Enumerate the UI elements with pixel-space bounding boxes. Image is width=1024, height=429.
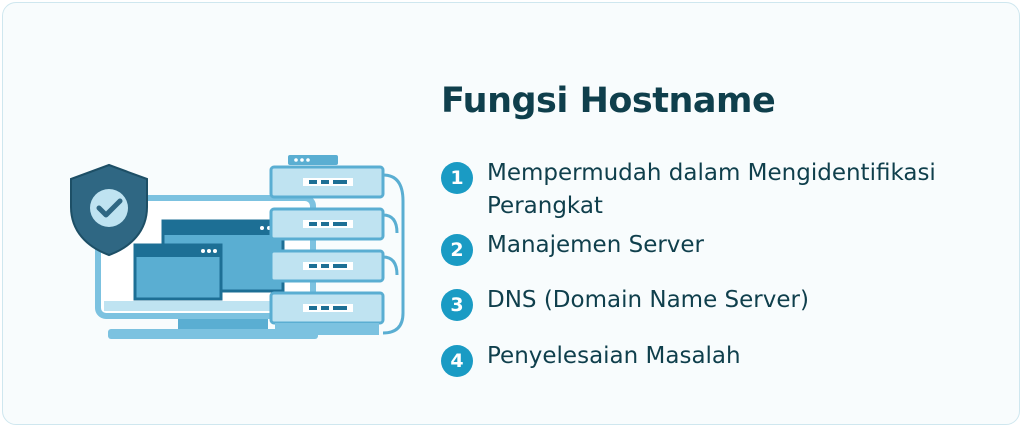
server-rack-icon: [269, 155, 385, 335]
shield-check-icon: [70, 163, 148, 257]
list-item-label: Mempermudah dalam Mengidentifikasi Peran…: [487, 160, 936, 219]
cable-lines: [382, 173, 405, 335]
server-unit: [269, 249, 385, 283]
browser-window-icon-front: [133, 243, 223, 301]
server-unit: [269, 207, 385, 241]
server-unit: [269, 165, 385, 199]
list-item-label: Penyelesaian Masalah: [487, 343, 741, 369]
server-unit: [269, 291, 385, 325]
server-illustration: [70, 155, 405, 339]
number-badge: 3: [441, 289, 473, 321]
page-title: Fungsi Hostname: [441, 81, 776, 121]
list-item-label: DNS (Domain Name Server): [487, 287, 809, 313]
number-badge: 2: [441, 234, 473, 266]
number-badge: 1: [441, 162, 473, 194]
number-badge: 4: [441, 345, 473, 377]
list-item-label: Manajemen Server: [487, 232, 705, 258]
